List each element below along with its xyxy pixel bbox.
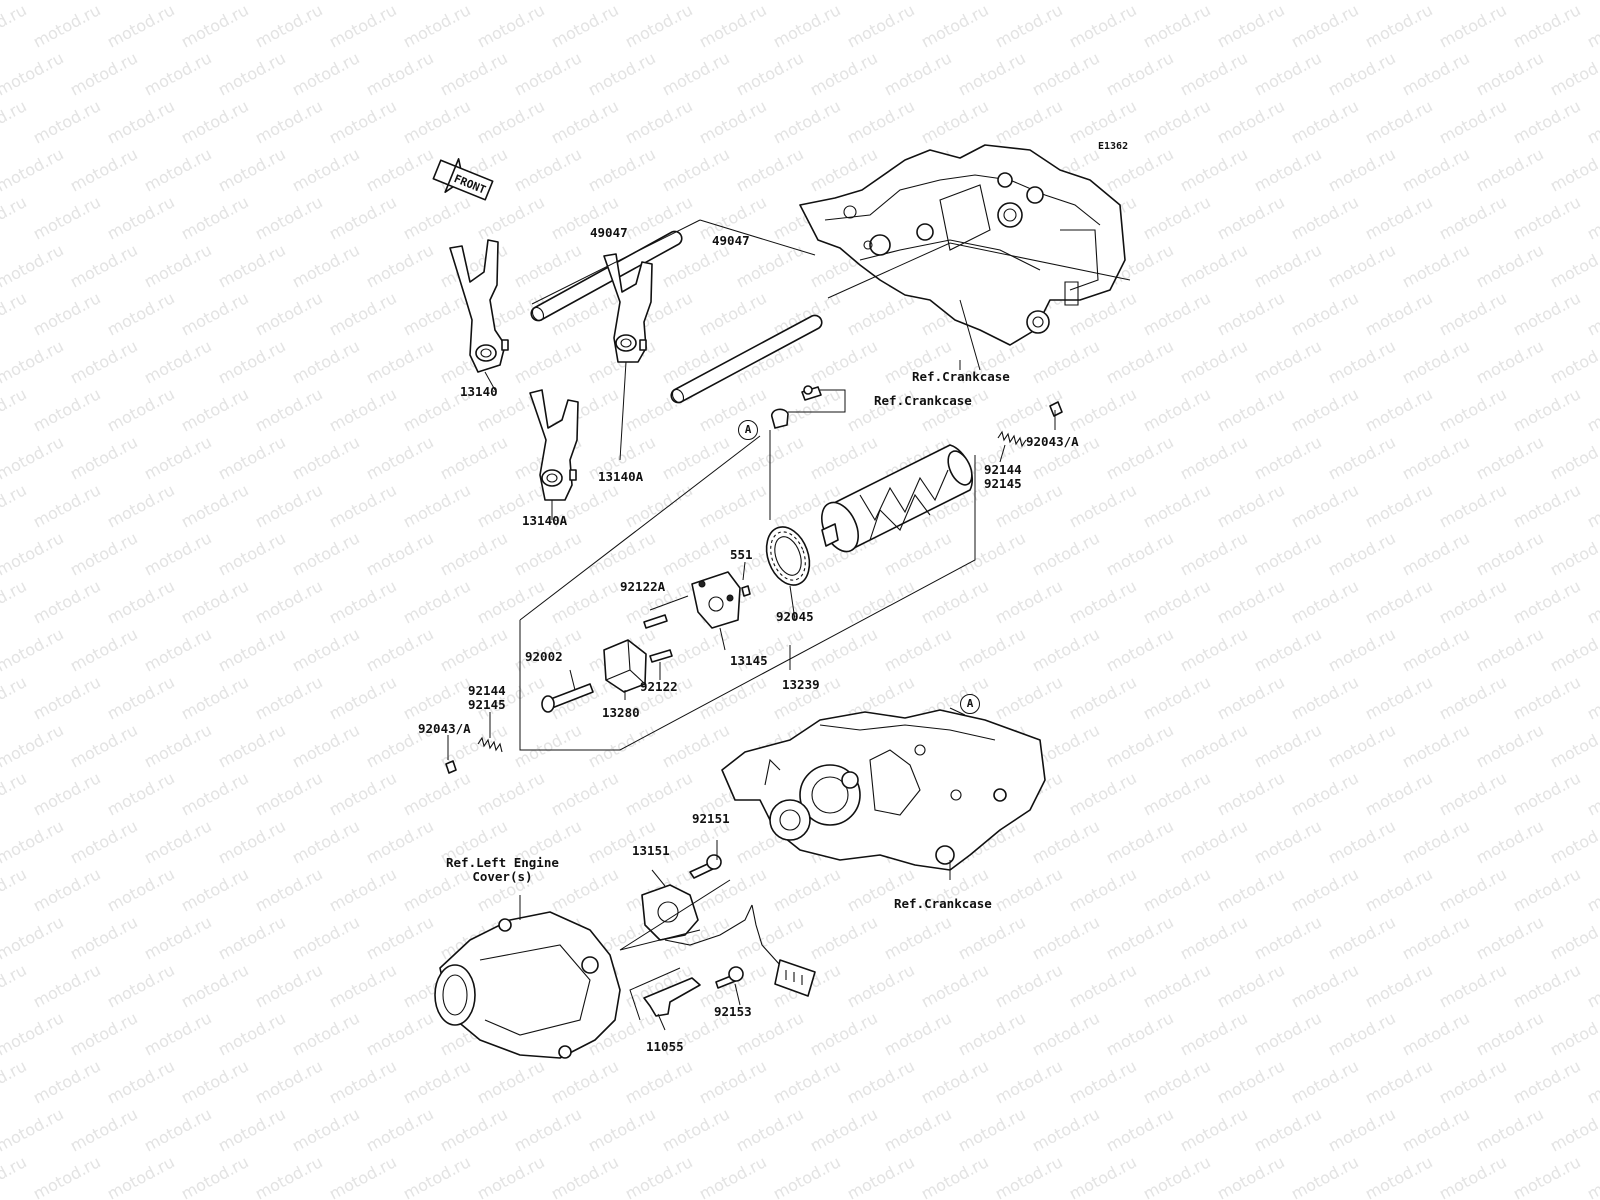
- shift-fork-13140: [449, 239, 509, 373]
- label-92144-left: 92144: [468, 683, 506, 698]
- label-13239: 13239: [782, 677, 820, 692]
- callout-a-upper: A: [738, 420, 758, 440]
- clamp-11055: [643, 977, 701, 1017]
- diagram-id: E1362: [1098, 141, 1129, 152]
- label-13140a-left: 13140A: [522, 513, 568, 528]
- label-13145: 13145: [730, 653, 768, 668]
- dowel-pins: [643, 385, 822, 663]
- label-92144-right: 92144: [984, 462, 1022, 477]
- left-engine-cover: [434, 911, 621, 1059]
- spring-left: [445, 736, 503, 774]
- crankcase-upper: [799, 144, 1126, 346]
- spring-right: [997, 401, 1063, 448]
- label-ref-crankcase-top: Ref.Crankcase: [912, 369, 1010, 384]
- label-92043a-left: 92043/A: [418, 721, 471, 736]
- label-13151: 13151: [632, 843, 670, 858]
- label-spring-right: 92144 92145: [984, 463, 1022, 491]
- label-ref-left-cover-line1: Ref.Left Engine: [446, 855, 559, 870]
- gear-position-sensor: [641, 884, 816, 997]
- label-92002: 92002: [525, 649, 563, 664]
- shift-rod-lower: [670, 314, 823, 404]
- bolt-92153: [715, 966, 744, 989]
- label-92153: 92153: [714, 1004, 752, 1019]
- label-551: 551: [730, 547, 753, 562]
- shift-fork-13140a-right: [603, 253, 653, 363]
- label-ref-left-cover-line2: Cover(s): [472, 869, 533, 884]
- label-49047-lower: 49047: [712, 233, 750, 248]
- callout-a-lower: A: [960, 694, 980, 714]
- label-92122: 92122: [640, 679, 678, 694]
- bolt-92151: [689, 854, 722, 879]
- cam-13280: [603, 639, 647, 693]
- label-92122a: 92122A: [620, 579, 666, 594]
- label-49047-upper: 49047: [590, 225, 628, 240]
- drum-holder-13145: [691, 571, 741, 629]
- label-92043a-right: 92043/A: [1026, 434, 1079, 449]
- shift-rod-upper: [530, 230, 683, 322]
- label-92145-right: 92145: [984, 476, 1022, 491]
- bolt-92002: [541, 683, 594, 713]
- bearing-92045: [765, 526, 811, 586]
- label-92151: 92151: [692, 811, 730, 826]
- shift-drum: [821, 444, 974, 553]
- label-ref-crankcase-bolt: Ref.Crankcase: [874, 393, 972, 408]
- label-spring-left: 92144 92145: [468, 684, 506, 712]
- label-13140a-right: 13140A: [598, 469, 644, 484]
- label-13280: 13280: [602, 705, 640, 720]
- label-92145-left: 92145: [468, 697, 506, 712]
- label-13140: 13140: [460, 384, 498, 399]
- leader-lines: [447, 219, 1131, 1031]
- label-11055: 11055: [646, 1039, 684, 1054]
- front-arrow-icon: FRONT: [432, 158, 494, 201]
- shift-fork-13140a-left: [529, 389, 579, 501]
- label-ref-crankcase-bottom: Ref.Crankcase: [894, 896, 992, 911]
- crankcase-lower: [721, 709, 1046, 871]
- label-92045: 92045: [776, 609, 814, 624]
- label-ref-left-cover: Ref.Left Engine Cover(s): [446, 856, 559, 884]
